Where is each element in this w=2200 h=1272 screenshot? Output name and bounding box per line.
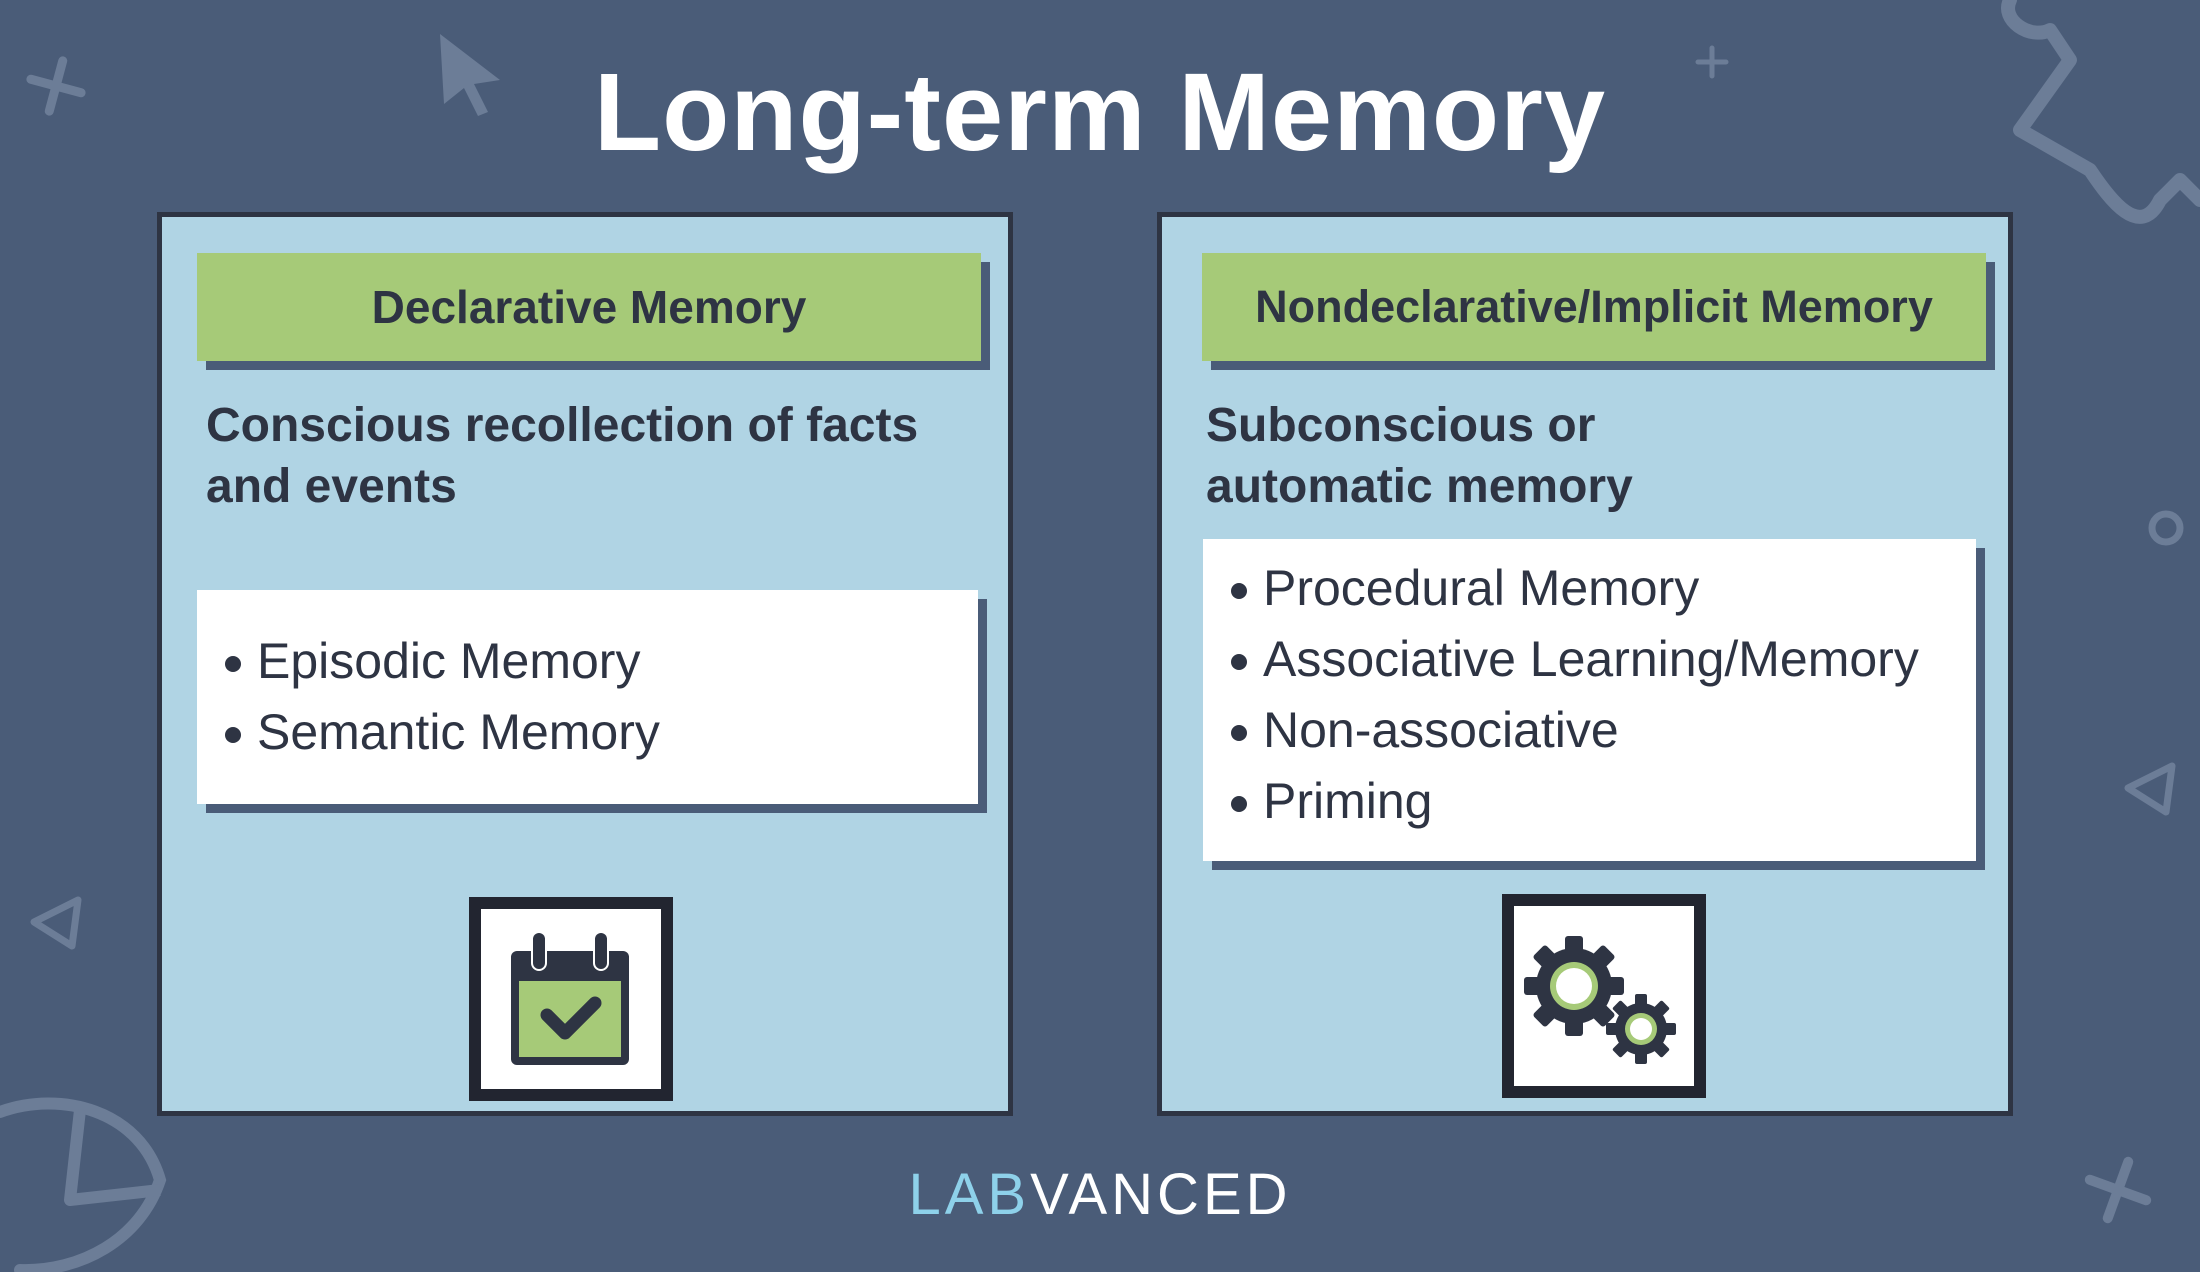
- declarative-memory-description: Conscious recollection of facts and even…: [206, 399, 919, 513]
- plus-decoration-icon: [2084, 1156, 2152, 1224]
- puzzle-decoration-icon: [2001, 0, 2200, 224]
- circle-decoration-icon: [2148, 510, 2184, 546]
- calendar-icon-box: [469, 897, 673, 1101]
- gears-icon-box: [1502, 894, 1706, 1098]
- calendar-check-icon: [511, 931, 629, 1065]
- pie-decoration-icon: [0, 1097, 167, 1272]
- nondeclarative-memory-description: Subconscious or automatic memory: [1206, 399, 1633, 513]
- list-item: Priming: [1231, 766, 1976, 837]
- logo-part-vanced: VANCED: [1030, 1162, 1292, 1227]
- nondeclarative-memory-list: Procedural Memory Associative Learning/M…: [1203, 539, 1976, 861]
- declarative-memory-header: Declarative Memory: [197, 253, 981, 361]
- declarative-memory-list: Episodic Memory Semantic Memory: [197, 590, 978, 804]
- nondeclarative-memory-panel: Nondeclarative/Implicit Memory Subconsci…: [1157, 212, 2013, 1116]
- list-item: Associative Learning/Memory: [1231, 624, 1976, 695]
- small-plus-decoration-icon: [1695, 45, 1729, 79]
- list-item: Procedural Memory: [1231, 553, 1976, 624]
- logo-part-lab: LAB: [908, 1162, 1031, 1227]
- nondeclarative-memory-header: Nondeclarative/Implicit Memory: [1202, 253, 1986, 361]
- list-item: Episodic Memory: [225, 626, 978, 697]
- page-title: Long-term Memory: [593, 51, 1607, 174]
- plus-decoration-icon: [26, 56, 86, 116]
- declarative-memory-panel: Declarative Memory Conscious recollectio…: [157, 212, 1013, 1116]
- triangle-decoration-icon: [2124, 762, 2176, 816]
- gears-icon: [1524, 936, 1676, 1064]
- triangle-decoration-icon: [30, 896, 82, 950]
- list-item: Semantic Memory: [225, 697, 978, 768]
- list-item: Non-associative: [1231, 695, 1976, 766]
- cursor-decoration-icon: [440, 34, 500, 116]
- labvanced-logo: LABVANCED: [0, 1160, 2200, 1230]
